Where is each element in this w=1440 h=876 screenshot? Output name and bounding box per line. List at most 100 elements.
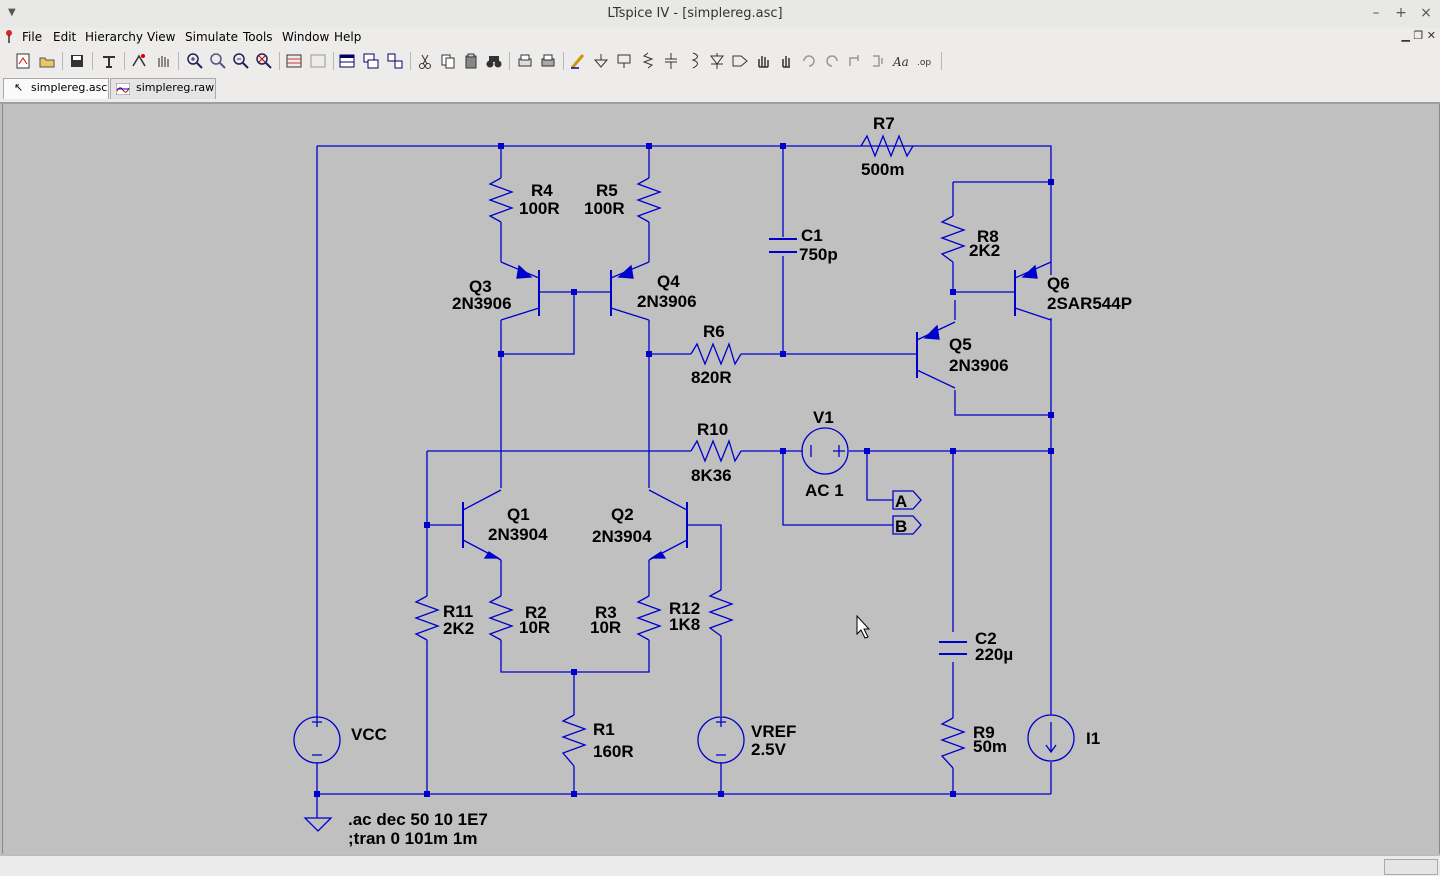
rotate-icon[interactable]	[846, 52, 864, 70]
window-menu-icon[interactable]: ▼	[8, 7, 16, 18]
move-hand-icon[interactable]	[754, 52, 772, 70]
label-q1: Q1	[507, 505, 530, 524]
zoom-in-icon[interactable]	[186, 52, 204, 70]
tab-label: simplereg.asc	[31, 81, 108, 94]
svg-text:.op: .op	[917, 58, 931, 68]
drag-hand-icon[interactable]	[777, 52, 795, 70]
copy-icon[interactable]	[439, 52, 457, 70]
menu-simulate[interactable]: Simulate	[185, 30, 239, 44]
zoom-fit-icon[interactable]	[255, 52, 273, 70]
paste-icon[interactable]	[462, 52, 480, 70]
schematic-canvas[interactable]: R7 500m R4 100R R5 100R C1 750p R8 2K2 Q…	[2, 104, 1440, 854]
mirror-icon[interactable]	[869, 52, 887, 70]
menu-bar: File Edit Hierarchy View Simulate Tools …	[0, 28, 1440, 46]
net-label-b	[892, 515, 922, 535]
pan-icon[interactable]	[209, 52, 227, 70]
tab-simplereg-asc[interactable]: ↖ simplereg.asc	[3, 78, 109, 99]
value-r8: 2K2	[969, 241, 1000, 260]
save-icon[interactable]	[68, 52, 86, 70]
value-q6: 2SAR544P	[1047, 294, 1132, 313]
label-r3: R3	[595, 603, 617, 622]
resistor-r10	[690, 439, 742, 463]
tab-label: simplereg.raw	[136, 81, 215, 94]
window-split-icon[interactable]	[338, 52, 356, 70]
value-q3: 2N3906	[452, 294, 512, 313]
label-r9: R9	[973, 723, 995, 742]
menu-view[interactable]: View	[147, 30, 176, 44]
resistor-r8	[940, 215, 966, 263]
tile-windows-icon[interactable]	[386, 52, 404, 70]
junction-dots	[314, 143, 1054, 797]
ltspice-app-icon	[6, 30, 12, 43]
capacitor-icon[interactable]	[662, 52, 680, 70]
spice-directive-icon[interactable]: .op	[915, 52, 933, 70]
close-button[interactable]: ×	[1420, 5, 1432, 21]
ground-icon[interactable]	[592, 52, 610, 70]
control-panel-icon[interactable]	[100, 52, 118, 70]
print-icon[interactable]	[539, 52, 557, 70]
print-preview-icon[interactable]	[516, 52, 534, 70]
run-icon[interactable]	[130, 52, 148, 70]
open-icon[interactable]	[38, 52, 56, 70]
value-v1: AC 1	[805, 481, 844, 500]
resistor-icon[interactable]	[639, 52, 657, 70]
label-vcc: VCC	[351, 725, 387, 744]
undo-icon[interactable]	[800, 52, 818, 70]
draw-wire-icon[interactable]	[569, 52, 587, 70]
label-r6: R6	[703, 322, 725, 341]
wire	[316, 451, 1052, 818]
waveform-icon	[116, 83, 130, 95]
transistor-q5	[916, 321, 956, 389]
capacitor-c2	[939, 641, 967, 655]
find-icon[interactable]	[485, 52, 503, 70]
label-q3: Q3	[469, 277, 492, 296]
value-r1: 160R	[593, 742, 634, 761]
value-q1: 2N3904	[488, 525, 548, 544]
halt-hand-icon[interactable]	[154, 52, 172, 70]
svg-text:Aa: Aa	[892, 55, 909, 69]
value-r11: 2K2	[443, 619, 474, 638]
menu-edit[interactable]: Edit	[53, 30, 77, 44]
value-q4: 2N3906	[637, 292, 697, 311]
cut-icon[interactable]	[416, 52, 434, 70]
menu-window[interactable]: Window	[282, 30, 330, 44]
schematic-drawing: R7 500m R4 100R R5 100R C1 750p R8 2K2 Q…	[293, 114, 1132, 848]
menu-file[interactable]: File	[22, 30, 43, 44]
tab-simplereg-raw[interactable]: simplereg.raw	[110, 78, 216, 99]
inductor-icon[interactable]	[685, 52, 703, 70]
label-r2: R2	[525, 603, 547, 622]
menu-hierarchy[interactable]: Hierarchy	[85, 30, 144, 44]
transistor-q1	[462, 489, 502, 561]
label-net-icon[interactable]	[615, 52, 633, 70]
maximize-button[interactable]: +	[1395, 5, 1407, 21]
schematic-pointer-icon: ↖	[14, 81, 24, 94]
label-v1: V1	[813, 408, 834, 427]
diode-icon[interactable]	[708, 52, 726, 70]
label-r5: R5	[596, 181, 618, 200]
current-source-i1	[1027, 714, 1075, 762]
transistor-q4	[610, 261, 650, 321]
tile-horizontal-icon[interactable]	[309, 52, 327, 70]
label-r1: R1	[593, 720, 615, 739]
resistor-r3	[636, 595, 662, 641]
mouse-cursor-icon	[856, 614, 871, 639]
value-r9: 50m	[973, 737, 1007, 756]
minimize-button[interactable]: –	[1372, 5, 1380, 21]
tile-vertical-icon[interactable]	[285, 52, 303, 70]
component-icon[interactable]	[731, 52, 749, 70]
ground-symbol	[303, 817, 333, 832]
transistor-q6	[1014, 261, 1052, 321]
zoom-out-icon[interactable]	[232, 52, 250, 70]
resistor-r2	[488, 595, 514, 641]
label-q6: Q6	[1047, 274, 1070, 293]
resize-grip[interactable]	[1384, 859, 1438, 875]
cascade-icon[interactable]	[362, 52, 380, 70]
value-c1: 750p	[799, 245, 838, 264]
mdi-window-buttons[interactable]: ▁ ❐ ✕	[1401, 29, 1436, 42]
redo-icon[interactable]	[823, 52, 841, 70]
menu-help[interactable]: Help	[334, 30, 362, 44]
menu-tools[interactable]: Tools	[243, 30, 273, 44]
resistor-r1	[561, 714, 587, 767]
new-schematic-icon[interactable]	[14, 52, 32, 70]
text-icon[interactable]: Aa	[892, 52, 910, 70]
